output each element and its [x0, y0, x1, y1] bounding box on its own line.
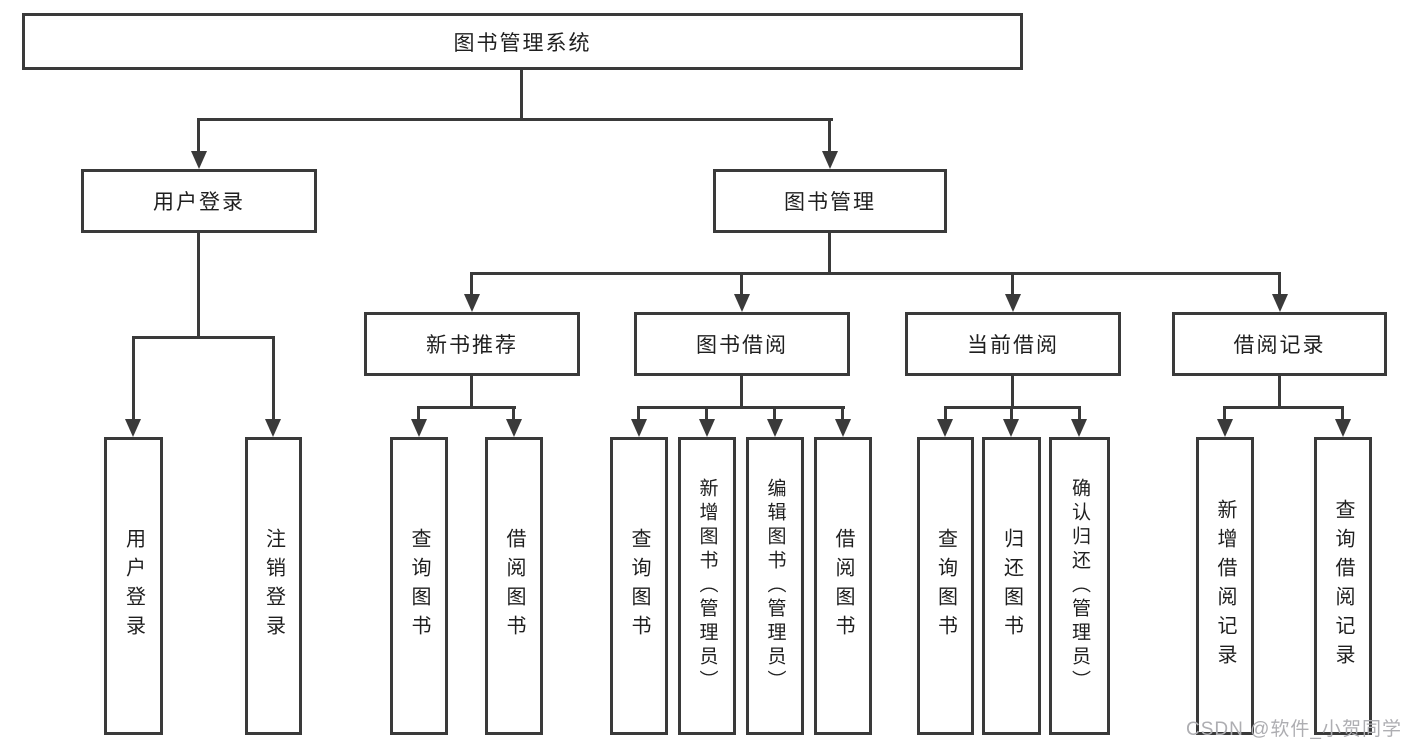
leaf-bb-edit-books-admin: 编辑图书（管理员） — [746, 437, 804, 735]
leaf-nb-borrow-books: 借阅图书 — [485, 437, 543, 735]
connector-book-borrowing-stem — [740, 376, 743, 408]
connector-group5-drop-2 — [1341, 406, 1344, 421]
connector-group4-drop-3 — [1078, 406, 1081, 421]
connector-group2-bar — [417, 406, 516, 409]
leaf-bb-add-books-admin-label: 新增图书（管理员） — [696, 478, 718, 694]
node-user-login-label: 用户登录 — [153, 191, 245, 214]
leaf-cb-confirm-return-admin: 确认归还（管理员） — [1049, 437, 1110, 735]
connector-group2-drop-1 — [417, 406, 420, 421]
connector-level3-drop-4 — [1278, 272, 1281, 296]
node-root: 图书管理系统 — [22, 13, 1023, 70]
leaf-bb-borrow-books: 借阅图书 — [814, 437, 872, 735]
leaf-br-query-record-label: 查询借阅记录 — [1332, 499, 1354, 673]
leaf-bb-query-books-label: 查询图书 — [628, 528, 650, 644]
connector-level3-bar — [470, 272, 1281, 275]
connector-level3-drop-1 — [470, 272, 473, 296]
arrow-to-borrowing-records — [1272, 294, 1288, 312]
connector-group1-drop-1 — [132, 336, 135, 421]
connector-group3-drop-4 — [841, 406, 844, 421]
arrow-to-user-login — [191, 151, 207, 169]
arrow-to-leaf-br-add — [1217, 419, 1233, 437]
arrow-to-leaf-bb-edit — [767, 419, 783, 437]
leaf-nb-query-books: 查询图书 — [390, 437, 448, 735]
connector-borrowing-records-stem — [1278, 376, 1281, 408]
arrow-to-book-management — [822, 151, 838, 169]
connector-level2-drop-left — [197, 118, 200, 151]
arrow-to-leaf-cb-confirm — [1071, 419, 1087, 437]
node-borrowing-records: 借阅记录 — [1172, 312, 1387, 376]
leaf-bb-edit-books-admin-label: 编辑图书（管理员） — [764, 478, 786, 694]
leaf-nb-query-books-label: 查询图书 — [408, 528, 430, 644]
connector-book-management-stem — [828, 233, 831, 274]
connector-group3-bar — [637, 406, 845, 409]
node-book-borrowing: 图书借阅 — [634, 312, 850, 376]
arrow-to-leaf-bb-borrow — [835, 419, 851, 437]
node-new-book-recommend: 新书推荐 — [364, 312, 580, 376]
node-book-management: 图书管理 — [713, 169, 947, 233]
leaf-br-add-record-label: 新增借阅记录 — [1214, 499, 1236, 673]
arrow-to-leaf-nb-borrow — [506, 419, 522, 437]
connector-group1-bar — [132, 336, 275, 339]
leaf-logout-label: 注销登录 — [262, 528, 285, 644]
leaf-logout: 注销登录 — [245, 437, 302, 735]
leaf-br-add-record: 新增借阅记录 — [1196, 437, 1254, 735]
connector-group3-drop-1 — [637, 406, 640, 421]
connector-level3-drop-3 — [1011, 272, 1014, 296]
connector-group2-drop-2 — [512, 406, 515, 421]
arrow-to-leaf-br-query — [1335, 419, 1351, 437]
node-root-label: 图书管理系统 — [453, 31, 592, 55]
leaf-cb-return-books-label: 归还图书 — [1000, 528, 1023, 644]
connector-group4-drop-1 — [944, 406, 947, 421]
connector-group3-drop-3 — [773, 406, 776, 421]
connector-user-login-stem — [197, 233, 200, 338]
node-borrowing-records-label: 借阅记录 — [1233, 334, 1326, 357]
connector-root-stem — [520, 69, 523, 121]
connector-group5-drop-1 — [1223, 406, 1226, 421]
connector-new-book-stem — [470, 376, 473, 408]
leaf-bb-add-books-admin: 新增图书（管理员） — [678, 437, 736, 735]
connector-level2-drop-right — [828, 118, 831, 151]
arrow-to-leaf-logout — [265, 419, 281, 437]
arrow-to-new-book-recommend — [464, 294, 480, 312]
leaf-bb-query-books: 查询图书 — [610, 437, 668, 735]
csdn-watermark: CSDN @软件_小贺同学 — [1186, 719, 1402, 740]
leaf-cb-query-books-label: 查询图书 — [934, 528, 957, 644]
leaf-nb-borrow-books-label: 借阅图书 — [503, 528, 525, 644]
arrow-to-leaf-bb-add — [699, 419, 715, 437]
node-user-login: 用户登录 — [81, 169, 317, 233]
connector-group5-bar — [1223, 406, 1344, 409]
arrow-to-leaf-bb-query — [631, 419, 647, 437]
arrow-to-leaf-nb-query — [411, 419, 427, 437]
connector-group1-drop-2 — [272, 336, 275, 421]
connector-group4-drop-2 — [1010, 406, 1013, 421]
arrow-to-current-borrowing — [1005, 294, 1021, 312]
leaf-bb-borrow-books-label: 借阅图书 — [832, 528, 854, 644]
arrow-to-leaf-cb-query — [937, 419, 953, 437]
connector-current-borrowing-stem — [1011, 376, 1014, 408]
connector-level2-bar — [197, 118, 833, 121]
leaf-user-login: 用户登录 — [104, 437, 163, 735]
leaf-user-login-label: 用户登录 — [122, 528, 145, 644]
node-current-borrowing-label: 当前借阅 — [967, 334, 1059, 357]
arrow-to-leaf-user-login — [125, 419, 141, 437]
node-new-book-recommend-label: 新书推荐 — [426, 334, 518, 357]
connector-group3-drop-2 — [705, 406, 708, 421]
node-book-borrowing-label: 图书借阅 — [696, 334, 788, 357]
arrow-to-leaf-cb-return — [1003, 419, 1019, 437]
leaf-cb-return-books: 归还图书 — [982, 437, 1041, 735]
node-book-management-label: 图书管理 — [784, 191, 876, 214]
leaf-cb-confirm-return-admin-label: 确认归还（管理员） — [1069, 478, 1090, 694]
node-current-borrowing: 当前借阅 — [905, 312, 1121, 376]
leaf-br-query-record: 查询借阅记录 — [1314, 437, 1372, 735]
arrow-to-book-borrowing — [734, 294, 750, 312]
leaf-cb-query-books: 查询图书 — [917, 437, 974, 735]
connector-level3-drop-2 — [740, 272, 743, 296]
